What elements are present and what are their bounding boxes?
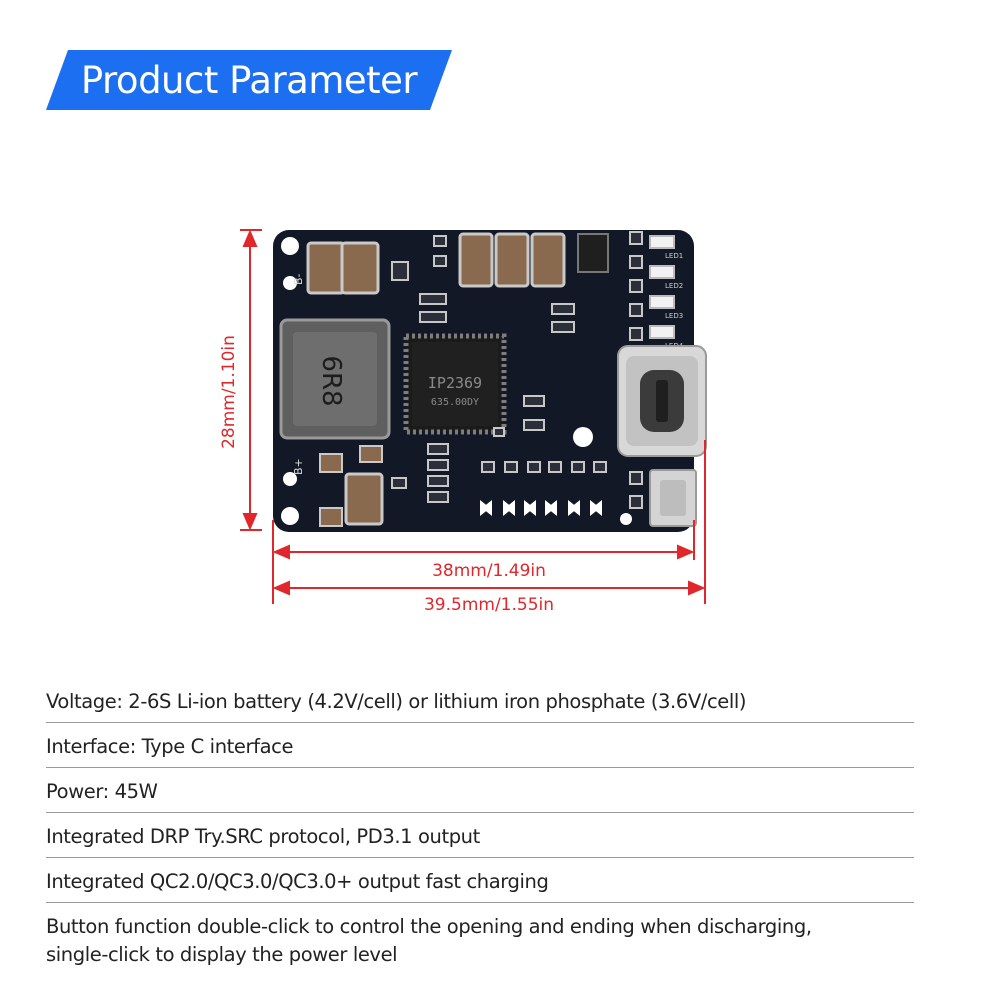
- mounting-hole: [283, 276, 297, 290]
- height-dimension-label: 28mm/1.10in: [219, 335, 239, 449]
- product-figure: B- B+ 6R8 IP2369 635.00DY: [219, 229, 707, 615]
- capacitor: [306, 241, 346, 295]
- b-plus-label: B+: [292, 458, 305, 475]
- inductor-label: 6R8: [316, 355, 346, 406]
- mounting-hole: [573, 427, 593, 447]
- parameter-interface: Interface: Type C interface: [46, 723, 914, 768]
- capacitor: [340, 241, 380, 295]
- capacitor: [344, 472, 384, 526]
- led3-label: LED3: [665, 312, 683, 320]
- dimension-lines: [240, 229, 706, 604]
- push-button-cap: [660, 480, 686, 516]
- title-banner: Product Parameter: [46, 50, 452, 110]
- parameter-protocol: Integrated DRP Try.SRC protocol, PD3.1 o…: [46, 813, 914, 858]
- small-ic: [577, 233, 609, 273]
- chip-label: IP2369: [428, 374, 482, 392]
- capacitor: [319, 507, 343, 527]
- capacitor: [359, 445, 383, 463]
- mounting-hole: [281, 507, 299, 525]
- led1-label: LED1: [665, 252, 683, 260]
- b-minus-label: B-: [292, 273, 305, 285]
- diode-row: [480, 500, 602, 516]
- capacitor: [458, 232, 494, 288]
- mounting-hole: [283, 472, 297, 486]
- parameter-fast-charging: Integrated QC2.0/QC3.0/QC3.0+ output fas…: [46, 858, 914, 903]
- capacitor: [319, 453, 343, 473]
- mounting-hole: [281, 237, 299, 255]
- page-title: Product Parameter: [80, 58, 418, 102]
- chip-body: [412, 342, 498, 426]
- parameter-voltage: Voltage: 2-6S Li-ion battery (4.2V/cell)…: [46, 680, 914, 723]
- pcb-illustration: B- B+ 6R8 IP2369 635.00DY: [240, 229, 707, 604]
- led-indicators: [649, 235, 675, 339]
- chip-sublabel: 635.00DY: [431, 397, 479, 408]
- parameter-list: Voltage: 2-6S Li-ion battery (4.2V/cell)…: [46, 680, 914, 975]
- parameter-button-function: Button function double-click to control …: [46, 915, 812, 966]
- led2-label: LED2: [665, 282, 683, 290]
- mounting-hole: [620, 513, 632, 525]
- outer-width-dimension-label: 39.5mm/1.55in: [423, 595, 555, 615]
- inductor-top: [293, 332, 377, 426]
- usb-c-tongue: [656, 380, 668, 422]
- inner-width-dimension-label: 38mm/1.49in: [432, 561, 546, 581]
- parameter-power: Power: 45W: [46, 768, 914, 813]
- capacitor: [494, 232, 530, 288]
- capacitor: [530, 232, 566, 288]
- smd-components: [391, 231, 643, 509]
